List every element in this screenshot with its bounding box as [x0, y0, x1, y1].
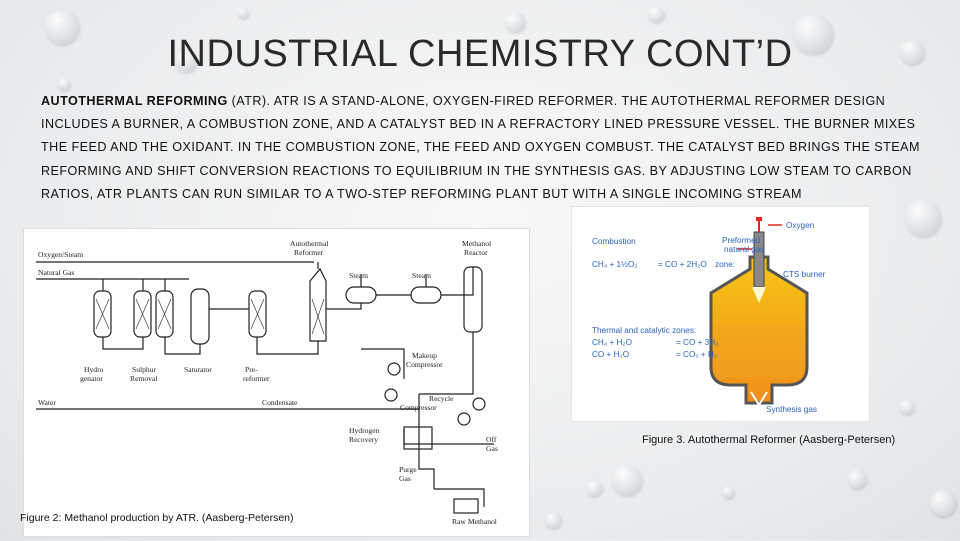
catalyst-bed: [715, 325, 803, 377]
slide-title: INDUSTRIAL CHEMISTRY CONT’D: [167, 33, 793, 75]
eq-shift-rhs: = CO₂ + H₂: [676, 350, 717, 359]
droplet-decoration: [905, 200, 941, 236]
droplet-decoration: [45, 10, 79, 44]
label-atr-2: Reformer: [294, 248, 324, 257]
label-preformed-1: Preformed: [722, 236, 761, 245]
label-purge-1: Purge: [399, 465, 417, 474]
droplet-decoration: [58, 78, 70, 90]
saturator-vessel: [190, 288, 210, 345]
body-term-bold: AUTOTHERMAL REFORMING: [41, 94, 228, 108]
eq-reforming-rhs: = CO + 3H₂: [676, 338, 718, 347]
recycle-compressor: [472, 397, 486, 411]
label-combustion-2: zone:: [715, 260, 735, 269]
label-offgas-2: Gas: [486, 444, 498, 453]
eq-reforming-lhs: CH₄ + H₂O: [592, 338, 632, 347]
label-recycle-1: Recycle: [429, 394, 454, 403]
droplet-decoration: [612, 465, 642, 495]
figure-2-process-diagram: Oxygen/Steam Natural Gas Autothermal Ref…: [23, 228, 530, 537]
label-purge-2: Gas: [399, 474, 411, 483]
droplet-decoration: [900, 400, 914, 414]
label-synthesis-gas: Synthesis gas: [766, 405, 817, 414]
droplet-decoration: [900, 40, 924, 64]
slide-body-text: AUTOTHERMAL REFORMING (ATR). ATR IS A ST…: [41, 90, 931, 206]
atr-schematic-svg: Oxygen Preformed natural gas Combustion …: [592, 217, 826, 414]
droplet-decoration: [175, 50, 197, 72]
oxygen-inlet-marker: [756, 217, 762, 221]
label-sulphur-1: Sulphur: [132, 365, 157, 374]
droplet-decoration: [648, 6, 664, 22]
label-natural-gas: Natural Gas: [38, 268, 75, 277]
raw-methanol-tank: [453, 498, 479, 514]
label-hydrogenator-1: Hydro: [84, 365, 104, 374]
figure-2-caption: Figure 2: Methanol production by ATR. (A…: [20, 512, 294, 524]
label-h2-recovery-2: Recovery: [349, 435, 378, 444]
process-flow-svg: Oxygen/Steam Natural Gas Autothermal Ref…: [36, 239, 498, 526]
droplet-decoration: [722, 486, 734, 498]
label-preformed-2: natural gas: [724, 245, 765, 254]
label-steam-2: Steam: [412, 271, 431, 280]
outlet-arrow: [750, 391, 768, 407]
label-saturator: Saturator: [184, 365, 212, 374]
eq-combustion-rhs: = CO + 2H₂O: [658, 260, 707, 269]
label-cts-burner: CTS burner: [783, 270, 826, 279]
label-atr-1: Autothermal: [290, 239, 328, 248]
body-paragraph: (ATR). ATR IS A STAND-ALONE, OXYGEN-FIRE…: [41, 94, 920, 201]
heat-exchanger-2: [457, 412, 471, 426]
label-methanol-reactor-2: Reactor: [464, 248, 488, 257]
steam-drum-1: [345, 286, 377, 304]
label-hydrogenator-2: genator: [80, 374, 103, 383]
label-makeup-2: Compressor: [406, 360, 443, 369]
hydrogen-recovery-unit: [403, 426, 433, 450]
label-methanol-reactor-1: Methanol: [462, 239, 491, 248]
label-water: Water: [38, 398, 56, 407]
eq-shift-lhs: CO + H₂O: [592, 350, 629, 359]
label-condensate: Condensate: [262, 398, 298, 407]
reformer-vessel: [709, 255, 809, 405]
droplet-decoration: [848, 470, 866, 488]
label-raw-methanol: Raw Methanol: [452, 517, 497, 526]
droplet-decoration: [545, 512, 561, 528]
label-steam-1: Steam: [349, 271, 368, 280]
label-prereformer-2: reformer: [243, 374, 270, 383]
label-offgas-1: Off: [486, 435, 497, 444]
label-oxygen-steam: Oxygen/Steam: [38, 250, 83, 259]
label-oxygen: Oxygen: [786, 221, 815, 230]
makeup-compressor: [387, 362, 401, 376]
droplet-decoration: [238, 8, 248, 18]
steam-drum-2: [410, 286, 442, 304]
figure-3-caption: Figure 3. Autothermal Reformer (Aasberg-…: [642, 434, 896, 446]
label-prereformer-1: Pre-: [245, 365, 258, 374]
label-sulphur-2: Removal: [130, 374, 157, 383]
label-h2-recovery-1: Hydrogen: [349, 426, 380, 435]
heat-exchanger-1: [384, 388, 398, 402]
droplet-decoration: [930, 490, 956, 516]
figure-3-atr-schematic: Oxygen Preformed natural gas Combustion …: [571, 206, 870, 422]
droplet-decoration: [586, 480, 602, 496]
label-thermal-zones: Thermal and catalytic zones:: [592, 326, 696, 335]
label-makeup-1: Makeup: [412, 351, 437, 360]
eq-combustion-lhs: CH₄ + 1½O₂: [592, 260, 637, 269]
label-recycle-2: Compressor: [400, 403, 437, 412]
flame: [752, 287, 766, 303]
droplet-decoration: [505, 12, 525, 32]
atr-vessel: [309, 267, 327, 342]
droplet-decoration: [793, 14, 833, 54]
label-combustion-1: Combustion: [592, 237, 636, 246]
